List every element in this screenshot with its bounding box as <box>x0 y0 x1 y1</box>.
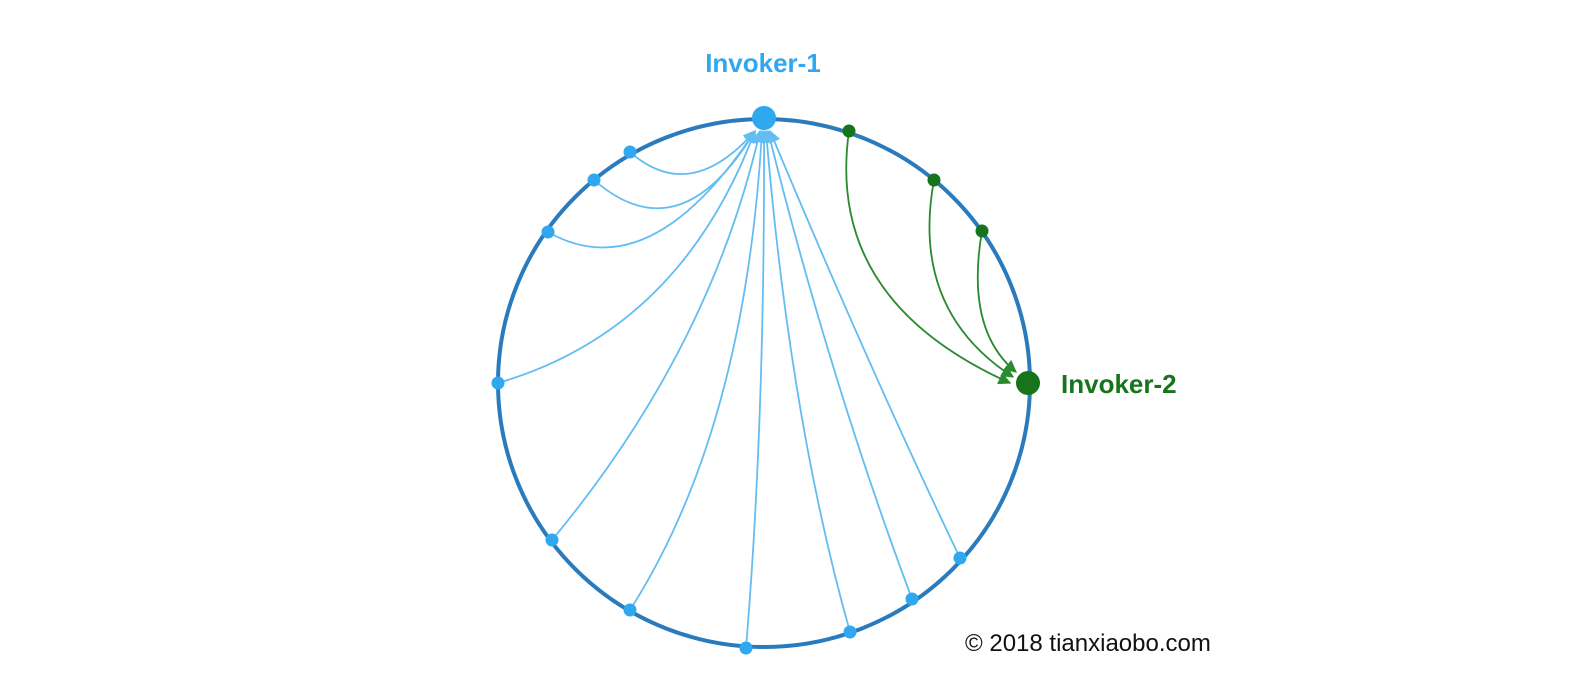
edge-to-invoker-2 <box>845 130 1012 385</box>
ring-node <box>541 225 555 239</box>
ring-node <box>953 551 967 565</box>
invoker-2-label: Invoker-2 <box>1061 369 1177 399</box>
ring-node <box>623 603 637 617</box>
ring-node <box>623 145 637 159</box>
invoker-1-edges <box>497 129 961 649</box>
ring-node <box>491 376 505 390</box>
edge-to-invoker-1 <box>629 130 756 175</box>
edge-to-invoker-1 <box>551 129 764 541</box>
ring-node <box>927 173 941 187</box>
ring-node <box>739 641 753 655</box>
edge-to-invoker-1 <box>768 129 961 559</box>
ring-node <box>905 592 919 606</box>
edge-to-invoker-2 <box>976 230 1017 373</box>
invoker-1-nodes <box>491 145 967 655</box>
edge-to-invoker-1 <box>547 129 756 249</box>
edge-to-invoker-1 <box>497 129 757 384</box>
invoker-1-node <box>752 106 776 130</box>
edge-to-invoker-1 <box>764 129 913 600</box>
copyright-credit: © 2018 tianxiaobo.com <box>965 630 1211 657</box>
invoker-2-node <box>1016 371 1040 395</box>
ring-node <box>587 173 601 187</box>
edge-to-invoker-1 <box>629 129 768 611</box>
ring-node <box>842 124 856 138</box>
edge-to-invoker-1 <box>745 129 771 649</box>
ring-node <box>545 533 559 547</box>
ring-node <box>975 224 989 238</box>
edge-to-invoker-1 <box>760 129 851 633</box>
invoker-1-label: Invoker-1 <box>705 48 821 78</box>
invoker-2-edges <box>845 130 1017 385</box>
invoker-2-nodes <box>842 124 989 238</box>
edge-to-invoker-2 <box>928 179 1015 378</box>
ring-node <box>843 625 857 639</box>
edge-to-invoker-1 <box>593 129 756 210</box>
